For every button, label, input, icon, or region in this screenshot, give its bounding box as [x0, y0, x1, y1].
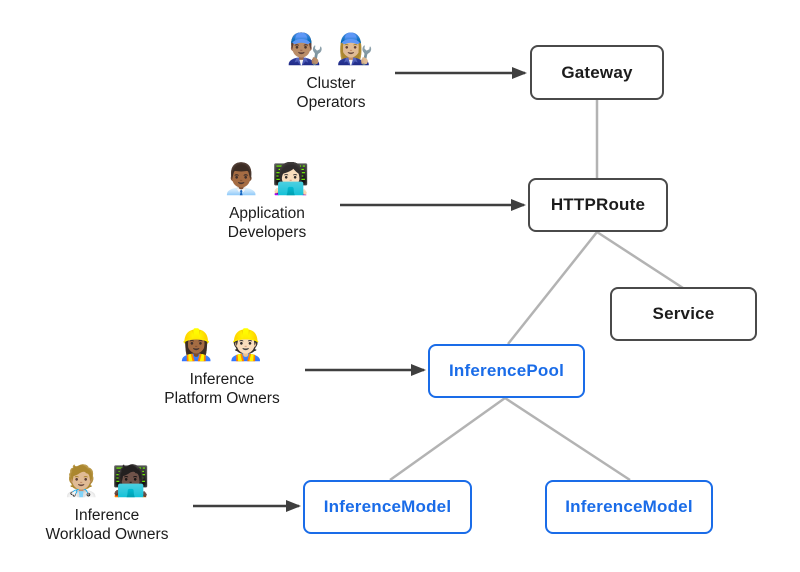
construction-worker-emoji-pair: 👷🏾‍♀️ 👷🏻: [177, 329, 267, 362]
persona-inference-workload-owners: 🧑🏼‍⚕️ 🧑🏿‍💻 Inference Workload Owners: [0, 465, 217, 544]
persona-label-inference-workload-owners: Inference Workload Owners: [45, 506, 169, 543]
node-inferencemodel-1-label: InferenceModel: [323, 497, 452, 516]
edge-httproute-inferencepool: [507, 231, 598, 345]
node-gateway-label: Gateway: [561, 62, 633, 82]
node-inferencemodel-2-label: InferenceModel: [565, 497, 693, 516]
edge-httproute-service: [596, 230, 684, 290]
scientist-technologist-emoji-pair: 🧑🏼‍⚕️ 🧑🏿‍💻: [62, 465, 152, 498]
node-service-label: Service: [652, 304, 715, 323]
developer-emoji-pair: 👨🏾‍💼 👩🏻‍💻: [222, 163, 312, 196]
node-httproute: HTTPRoute: [528, 178, 668, 232]
edge-inferencepool-inferencemodel-1: [389, 396, 506, 482]
mechanic-emoji-pair: 👨🏽‍🔧 👩🏼‍🔧: [286, 33, 376, 66]
node-inferencepool: InferencePool: [428, 344, 585, 398]
edge-inferencepool-inferencemodel-2: [504, 396, 631, 482]
node-service: Service: [610, 287, 757, 341]
node-inferencemodel-2: InferenceModel: [545, 480, 713, 534]
persona-inference-platform-owners: 👷🏾‍♀️ 👷🏻 Inference Platform Owners: [112, 329, 332, 408]
persona-label-cluster-operators: Cluster Operators: [296, 74, 366, 111]
persona-label-inference-platform-owners: Inference Platform Owners: [164, 370, 280, 407]
persona-application-developers: 👨🏾‍💼 👩🏻‍💻 Application Developers: [157, 163, 377, 242]
persona-label-application-developers: Application Developers: [227, 204, 307, 241]
node-inferencepool-label: InferencePool: [448, 361, 565, 380]
persona-cluster-operators: 👨🏽‍🔧 👩🏼‍🔧 Cluster Operators: [221, 33, 441, 112]
persona-arrows: [193, 67, 527, 512]
node-gateway: Gateway: [530, 45, 664, 100]
node-inferencemodel-1: InferenceModel: [303, 480, 472, 534]
node-httproute-label: HTTPRoute: [550, 195, 646, 214]
